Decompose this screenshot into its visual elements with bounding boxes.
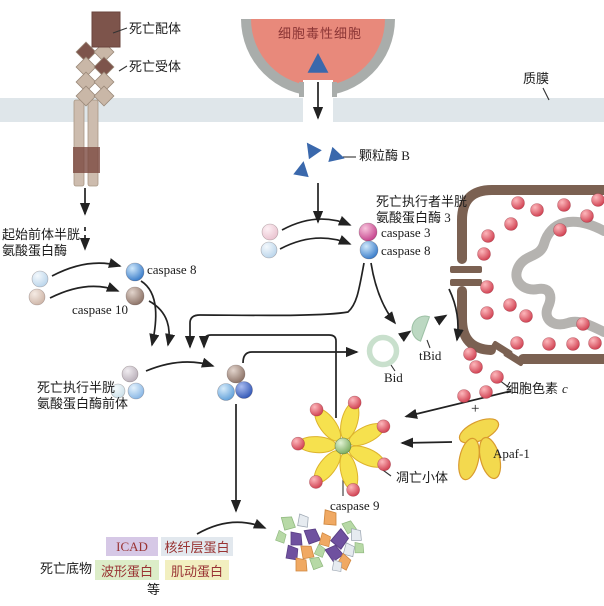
executioner-procaspase-label-2: 氨酸蛋白酶前体	[37, 396, 129, 411]
vimentin-box: 波形蛋白	[95, 560, 159, 580]
death-receptor-label: 死亡受体	[129, 59, 182, 74]
pathway-arrows	[49, 82, 512, 535]
icad-box: ICAD	[106, 537, 158, 556]
arrow-substrates-to-fragments	[196, 518, 267, 535]
caspase-spheres	[28, 222, 379, 401]
arrow-tbid-to-membrane	[433, 314, 448, 326]
etc-label: 等	[147, 582, 161, 597]
receptor-diamonds	[75, 41, 115, 107]
arrow-pore-release	[448, 288, 464, 342]
granzyme-b-triangles	[293, 53, 345, 178]
cytotoxic-cell-label: 细胞毒性细胞	[278, 26, 363, 41]
arrow-caspase-to-bid	[242, 346, 359, 364]
apoptosome-label: 凋亡小体	[396, 470, 449, 485]
arrow-apoptosome-to-executioner	[198, 334, 337, 418]
actin-box: 肌动蛋白	[165, 560, 229, 580]
cleaved-substrate-fragments	[275, 509, 365, 572]
plus-sign: +	[471, 401, 480, 417]
receptor-stalk	[73, 99, 85, 187]
apaf1-label: Apaf-1	[493, 446, 530, 461]
caspase3-label: caspase 3	[381, 225, 431, 240]
death-ligand-label: 死亡配体	[129, 21, 182, 36]
apoptosome-complex	[291, 395, 391, 497]
cytochrome-c-spheres	[457, 193, 604, 403]
arrow-procaspase-activation	[145, 357, 215, 372]
arrow-cytc-to-apoptosome	[404, 390, 512, 419]
initiator-procaspase-label-1: 起始前体半胱	[2, 227, 81, 242]
caspase8-center-label: caspase 8	[381, 243, 431, 258]
arrow-apaf-to-apoptosome	[400, 437, 453, 448]
arrow-caspase8-to-executioner	[184, 262, 365, 349]
cytochrome-c-italic: c	[562, 381, 568, 396]
mitochondrion	[450, 185, 604, 367]
cytochrome-c-text: 细胞色素	[506, 381, 559, 396]
caspase9-label: caspase 9	[330, 498, 380, 513]
initiator-procaspase-label-2: 氨酸蛋白酶	[2, 243, 68, 258]
plasma-membrane-label: 质膜	[523, 71, 550, 86]
mito-inner-membrane	[511, 216, 604, 337]
death-ligand-shape	[91, 11, 121, 48]
death-substrates-label: 死亡底物	[40, 561, 93, 576]
caspase10-label: caspase 10	[72, 302, 128, 317]
tbid-shape	[411, 315, 431, 342]
bid-label: Bid	[384, 370, 403, 385]
nuclear-lamin-box: 核纤层蛋白	[161, 537, 233, 556]
granzyme-b-label: 颗粒酶 B	[359, 148, 410, 163]
arrow-caspase8-to-tbid	[370, 262, 397, 325]
caspase8-left-label: caspase 8	[147, 262, 197, 277]
mito-pore	[450, 266, 525, 367]
death-receptor-complex	[73, 11, 121, 187]
death-domain	[73, 147, 100, 173]
tbid-label: tBid	[419, 348, 442, 363]
apaf1-shapes	[458, 418, 502, 481]
arrow-bid-to-tbid	[398, 330, 412, 342]
executioner-caspase3-label-1: 死亡执行者半胱	[376, 194, 468, 209]
executioner-procaspase-label-1: 死亡执行半胱	[37, 380, 116, 395]
executioner-caspase3-label-2: 氨酸蛋白酶 3	[376, 210, 451, 225]
mito-outer-membrane	[457, 185, 604, 264]
bid-ring	[366, 334, 400, 368]
